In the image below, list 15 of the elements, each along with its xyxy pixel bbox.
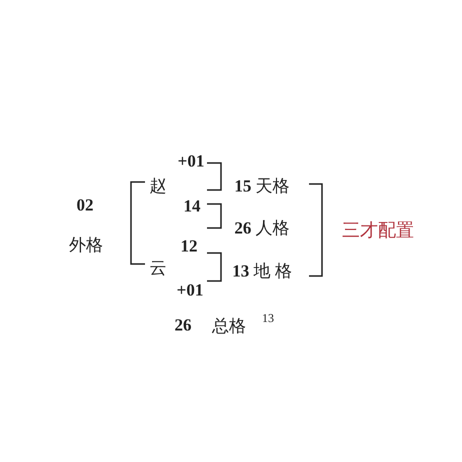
number-label: 02 (76, 196, 94, 214)
number-label: 12 (180, 238, 198, 254)
grid-label: 26 人格 (234, 220, 290, 236)
grid-label: 外格 (69, 236, 103, 254)
grid-label: 总格 (212, 318, 246, 334)
superscript-number: 13 (262, 312, 274, 324)
character-label: 赵 (150, 178, 166, 194)
number-label: 26 (174, 316, 192, 334)
grid-label: 15 天格 (234, 178, 290, 194)
grid-label: 13 地 格 (232, 262, 292, 280)
number-label: 14 (184, 198, 200, 214)
character-label: 云 (150, 260, 166, 276)
number-label: +01 (178, 152, 204, 170)
number-label: +01 (176, 282, 204, 298)
group-label: 三才配置 (342, 221, 414, 239)
